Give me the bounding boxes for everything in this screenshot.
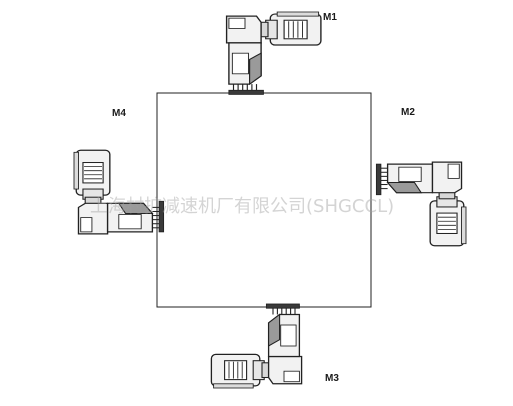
position-label-m3: M3 bbox=[325, 373, 339, 384]
position-label-m4: M4 bbox=[112, 108, 126, 119]
gearmotor-m3 bbox=[210, 303, 303, 389]
gearmotor-m1 bbox=[225, 11, 322, 96]
position-label-m1: M1 bbox=[323, 12, 337, 23]
mounting-surface bbox=[156, 92, 372, 308]
watermark-text: 上海村扩减速机厂有限公司(SHGCCL) bbox=[90, 196, 395, 217]
position-label-m2: M2 bbox=[401, 107, 415, 118]
